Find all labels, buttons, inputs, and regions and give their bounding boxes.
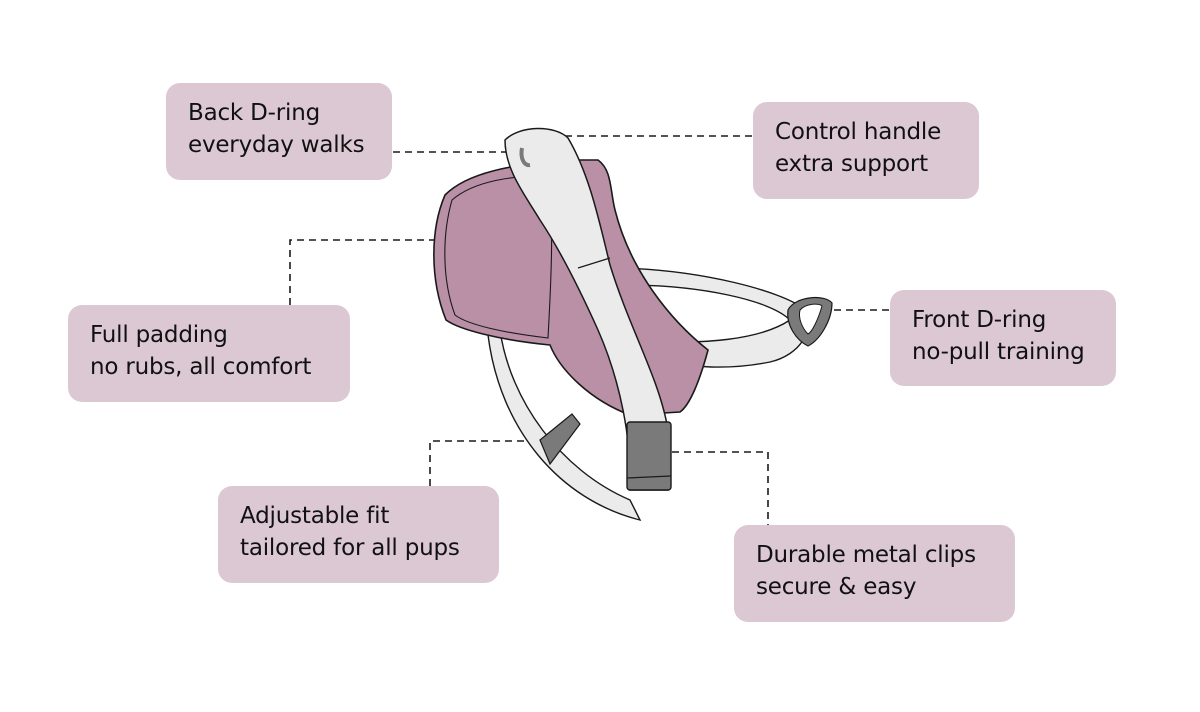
- callout-back-d-ring: Back D-ring everyday walks: [166, 83, 392, 180]
- callout-title: Full padding: [90, 322, 228, 348]
- strap-seam: [577, 257, 611, 269]
- rear-strap: [487, 329, 642, 522]
- adjuster-slider: [539, 413, 581, 466]
- callout-title: Durable metal clips: [756, 542, 976, 568]
- callout-title: Back D-ring: [188, 100, 320, 126]
- callout-metal-clips: Durable metal clips secure & easy: [734, 525, 1015, 622]
- callout-subtitle: no rubs, all comfort: [90, 354, 312, 380]
- leader-line-adjustable-fit: [429, 440, 545, 486]
- callout-title: Adjustable fit: [240, 503, 390, 529]
- back-d-ring-hardware: [519, 147, 531, 168]
- callout-full-padding: Full padding no rubs, all comfort: [68, 305, 350, 402]
- callout-subtitle: tailored for all pups: [240, 535, 460, 561]
- callout-subtitle: no-pull training: [912, 339, 1085, 365]
- callout-subtitle: everyday walks: [188, 132, 365, 158]
- callout-subtitle: extra support: [775, 151, 928, 177]
- leader-line-metal-clips: [672, 451, 769, 525]
- callout-subtitle: secure & easy: [756, 574, 917, 600]
- callout-control-handle: Control handle extra support: [753, 102, 979, 199]
- buckle-clip: [626, 421, 672, 491]
- callout-adjustable-fit: Adjustable fit tailored for all pups: [218, 486, 499, 583]
- callout-front-d-ring: Front D-ring no-pull training: [890, 290, 1116, 386]
- callout-title: Control handle: [775, 119, 942, 145]
- callout-title: Front D-ring: [912, 307, 1047, 333]
- leader-line-full-padding: [289, 239, 436, 305]
- leader-lines: [289, 135, 890, 525]
